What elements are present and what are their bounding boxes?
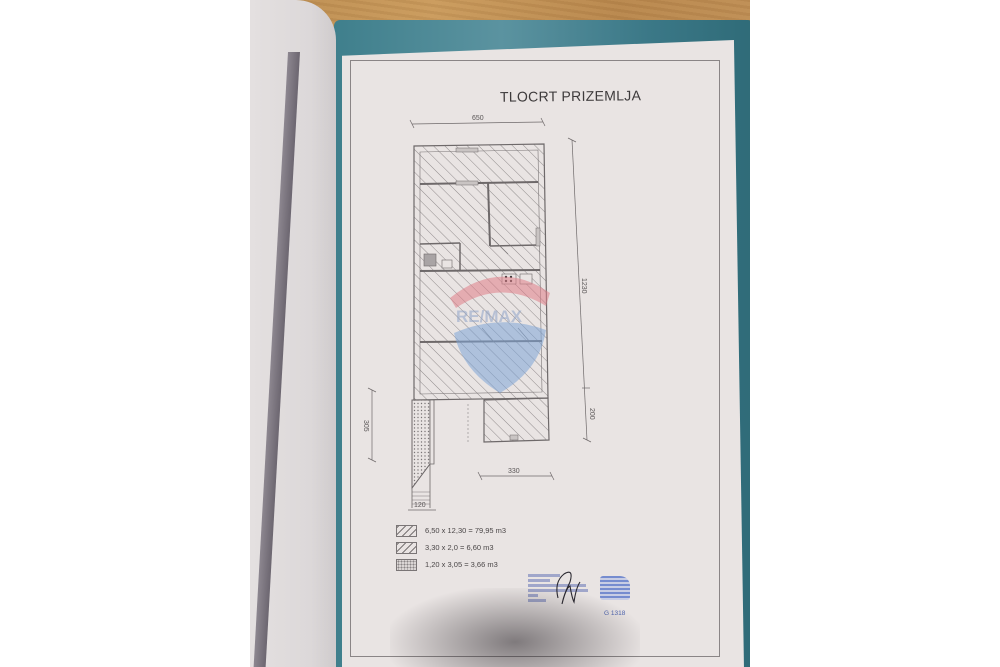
legend-item: 3,30 x 2,0 = 6,60 m3 [396, 539, 506, 556]
floor-plan: 650 1230 200 [362, 115, 595, 511]
legend: 6,50 x 12,30 = 79,95 m3 3,30 x 2,0 = 6,6… [396, 522, 506, 573]
dimension-bottom-stair: 120 [408, 502, 436, 511]
hatch-swatch-icon [396, 541, 417, 554]
dimension-bottom-annex: 330 [477, 468, 555, 481]
stair-block [411, 399, 435, 508]
page-title: TLOCRT PRIZEMLJA [499, 87, 642, 105]
hatch-swatch-icon [396, 524, 417, 537]
bathtub-icon [423, 253, 437, 267]
svg-text:330: 330 [508, 468, 520, 475]
dotted-swatch-icon [396, 558, 417, 571]
dimension-stair-height: 305 [362, 387, 377, 463]
dimension-top-width: 650 [409, 115, 546, 129]
svg-text:RE/MAX: RE/MAX [456, 307, 523, 326]
svg-text:1230: 1230 [580, 278, 587, 294]
hand-shadow [390, 588, 640, 667]
svg-text:120: 120 [414, 502, 426, 509]
legend-item: 1,20 x 3,05 = 3,66 m3 [396, 556, 506, 573]
svg-text:200: 200 [588, 408, 595, 420]
svg-text:650: 650 [472, 115, 484, 122]
legend-item: 6,50 x 12,30 = 79,95 m3 [396, 522, 506, 539]
sink-icon [441, 259, 453, 269]
remax-watermark: RE/MAX [450, 276, 550, 393]
dimension-right-height: 1230 200 [567, 137, 595, 443]
photo-frame: TLOCRT PRIZEMLJA 650 1230 200 [250, 0, 750, 667]
annex-block [467, 397, 550, 443]
svg-text:305: 305 [362, 420, 369, 432]
